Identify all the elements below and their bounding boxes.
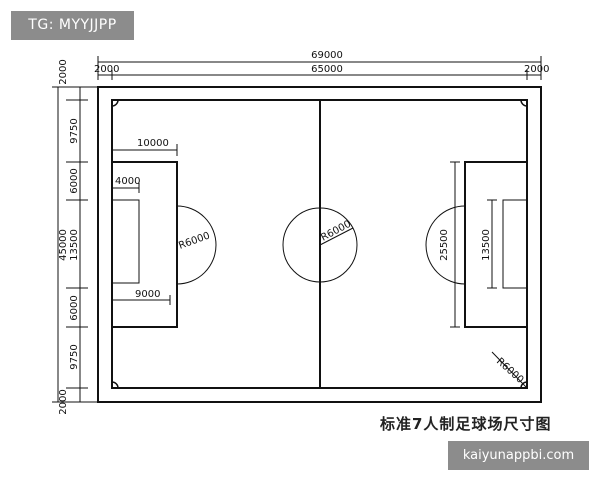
segment-label-4: 6000 [69, 295, 80, 320]
field-length-label: 65000 [311, 64, 343, 75]
total-width-label: 45000 [58, 229, 69, 261]
right-penalty-arc [425, 205, 466, 285]
side-margin-bottom-label: 2000 [58, 389, 69, 414]
tg-watermark-badge: TG: MYYJJPP [11, 11, 134, 40]
outer-boundary [97, 86, 542, 403]
total-length-label: 69000 [311, 50, 343, 61]
corner-arc-tl [111, 99, 119, 107]
segment-label-3: 13500 [69, 229, 80, 261]
site-watermark-badge: kaiyunappbi.com [448, 441, 589, 470]
segment-label-2: 6000 [69, 168, 80, 193]
penalty-area-width-label: 25500 [439, 229, 450, 261]
goal-area-width-label: 13500 [481, 229, 492, 261]
penalty-depth-label: 10000 [137, 138, 169, 149]
segment-label-5: 9750 [69, 344, 80, 369]
corner-arc-tr [520, 99, 528, 107]
center-circle [282, 207, 358, 283]
corner-arc-bl [111, 381, 119, 389]
left-goal-area [111, 199, 140, 284]
segment-label-1: 9750 [69, 118, 80, 143]
goal-area-depth-label: 4000 [115, 176, 140, 187]
end-margin-left-label: 2000 [94, 64, 119, 75]
penalty-spot-label: 9000 [135, 289, 160, 300]
right-goal-area [502, 199, 528, 289]
right-penalty-area [464, 161, 528, 328]
side-margin-top-label: 2000 [58, 59, 69, 84]
end-margin-right-label: 2000 [524, 64, 549, 75]
center-circle-radius-label: R6000 [319, 219, 353, 244]
penalty-arc-radius-label: R6000 [177, 230, 211, 251]
diagram-caption: 标准7人制足球场尺寸图 [380, 415, 552, 433]
left-penalty-arc [176, 205, 217, 285]
corner-radius-label: R6000 [494, 356, 525, 386]
